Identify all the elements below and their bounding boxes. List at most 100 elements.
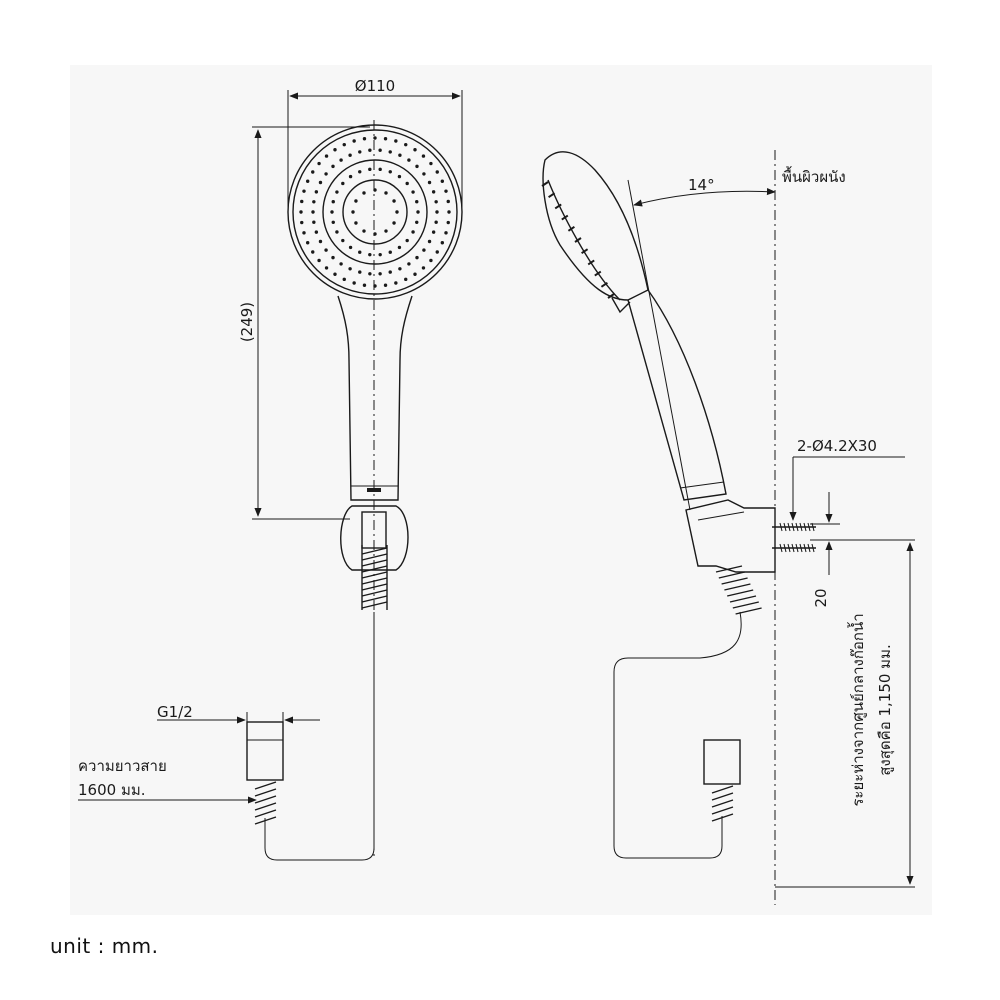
nozzle-dot [413,148,417,152]
hose-length-label-2: 1600 มม. [78,781,146,799]
height-label-2: สูงสุดคือ 1,150 มม. [876,644,895,775]
nozzle-dot [314,230,319,234]
nozzle-dot [358,150,362,154]
nozzle-dot [429,161,433,166]
side-hose-spring [715,565,762,615]
nozzle-dot [407,158,411,162]
nozzle-dot [305,179,310,183]
nozzle-dot [362,229,366,233]
nozzle-dot [394,281,398,285]
nozzle-dot [324,248,328,252]
side-view: พื้นผิวผนัง 14° 2-Ø4.2X30 20 [541,150,915,905]
screw-thread [803,543,807,553]
height-label-1: ระยะห่างจากศูนย์กลางก๊อกน้ำ [847,613,867,806]
nozzle-dot [378,252,382,257]
nozzle-dot [415,200,419,204]
nozzle-dot [421,266,426,270]
nozzle-dot [348,153,352,157]
nozzle-dot [416,210,420,214]
nozzle-dot [300,220,304,225]
nozzle-dot [302,189,306,193]
unit-note: unit : mm. [50,934,159,958]
nozzle-dot [354,221,358,225]
nozzle-dot [352,281,356,285]
nozzle-tick [548,192,556,199]
nozzle-dot [415,220,419,224]
spring-coil [711,813,734,822]
nozzle-dot [388,150,392,154]
nozzle-dot [354,199,358,203]
nozzle-dot [434,220,438,224]
nozzle-dot [421,154,426,158]
screw-thread [803,522,807,532]
nozzle-dot [431,190,436,194]
spring-coil [729,595,757,603]
hose-nut [246,721,284,781]
nozzle-dot [318,239,323,244]
nozzle-dot [407,262,411,266]
nozzle-dot [427,180,432,185]
nozzle-dot [411,190,415,194]
nozzle-dot [331,164,335,169]
nozzle-dot [394,139,398,143]
screw-thread [799,522,803,532]
nozzle-dot [318,180,323,185]
screw-thread [787,522,791,532]
angle-label: 14° [688,176,715,194]
spring-coil [735,607,762,615]
nozzle-dot [415,255,419,260]
nozzle-dot [427,239,432,244]
nozzle-dot [333,148,337,152]
wall-screws [772,522,816,553]
side-hose-nut [703,739,741,785]
nozzle-tick [600,281,608,288]
head-inner-ring [342,179,408,245]
nozzle-dot [378,272,382,276]
nozzle-dot [311,170,315,174]
nozzle-dot [434,200,438,204]
side-nozzle-ticks [541,181,615,299]
spring-coil [254,795,277,804]
spring-coil [361,553,388,561]
nozzle-dot [311,210,315,214]
side-handle [627,289,727,501]
nozzle-dot [429,258,433,263]
nozzle-dot [378,148,382,152]
spring-coil [361,589,388,597]
nozzle-dot [351,210,355,214]
spring-coil [361,595,388,603]
nozzle-dot [299,210,303,214]
spring-coil [711,806,734,815]
hose-loop [264,612,375,861]
nozzle-dot [317,161,321,166]
nozzle-dot [302,231,306,235]
bracket-edge [697,511,745,521]
nozzle-dot [405,181,409,186]
nozzle-dot [404,142,408,147]
nozzle-dot [431,230,436,234]
nozzle-dots [299,136,451,288]
spring-coil [711,785,734,794]
nozzle-dot [335,190,339,194]
nozzle-dot [373,136,377,140]
screw-thread [779,543,783,553]
nozzle-dot [404,277,408,282]
nozzle-dot [339,158,343,162]
nozzle-dot [342,142,346,147]
spring-coil [711,792,734,801]
nozzle-dot [413,272,417,276]
front-view: Ø110 (249) G1/2 ความยาวสาย 1600 มม. [78,77,463,861]
nozzle-tick [561,214,569,221]
nozzle-dot [383,137,388,141]
head-face [292,129,458,295]
drawing-panel [70,65,932,915]
spring-coil [254,781,277,790]
thread-label: G1/2 [157,703,193,721]
nozzle-dot [388,250,392,254]
screw-thread [791,522,795,532]
side-bracket [685,499,776,573]
nozzle-dot [440,179,445,183]
nozzle-dot [440,241,445,245]
nozzle-dot [331,220,335,224]
spring-coil [718,571,745,579]
